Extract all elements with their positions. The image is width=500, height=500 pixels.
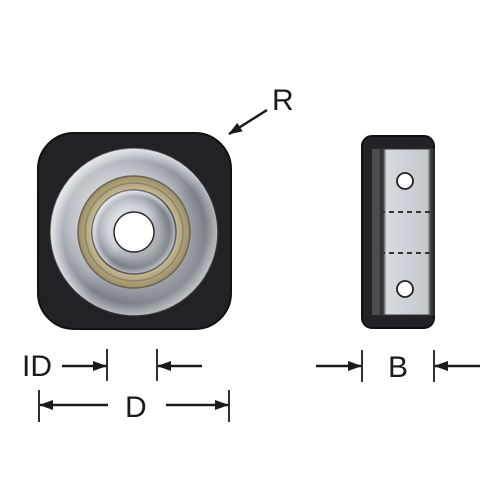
b-dimension: B (316, 350, 480, 384)
radius-arrow (228, 108, 268, 136)
side-hole-bottom (396, 280, 414, 298)
front-view (37, 132, 232, 330)
side-chamfer (372, 149, 380, 315)
bore-hole (113, 211, 155, 253)
id-label: ID (22, 350, 52, 383)
radius-label: R (272, 84, 294, 117)
shield-groove (84, 182, 184, 282)
d-dimension: D (38, 390, 230, 424)
side-hole-top (396, 172, 414, 190)
d-label: D (125, 391, 147, 424)
radius-callout: R (228, 84, 294, 136)
id-dimension: ID (22, 349, 202, 383)
side-view (361, 135, 435, 329)
b-label: B (388, 351, 408, 384)
